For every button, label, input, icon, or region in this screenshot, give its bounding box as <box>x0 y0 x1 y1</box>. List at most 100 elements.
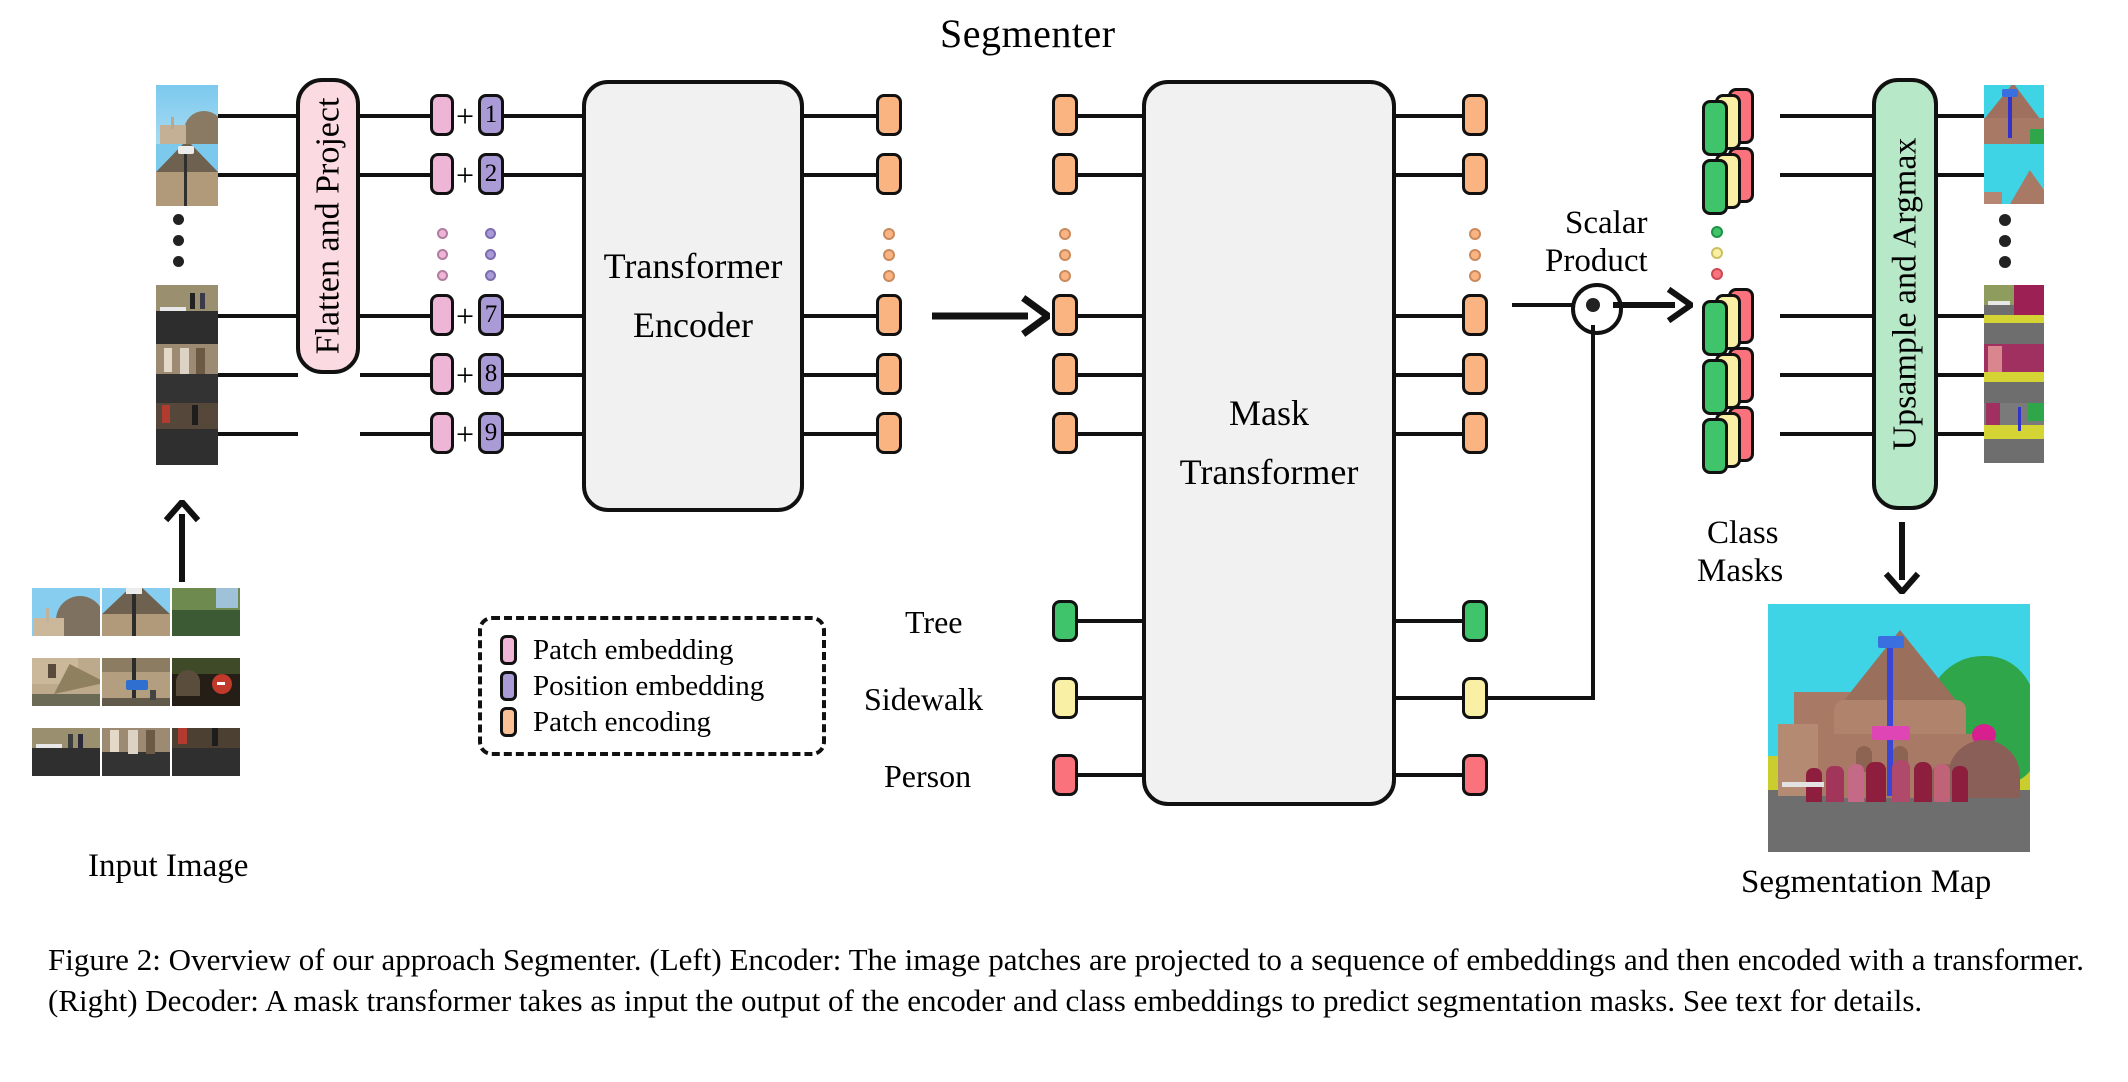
class-mask-stack[interactable] <box>1702 347 1766 417</box>
wire-class-mask-to-upsample <box>1780 114 1876 118</box>
wire-embedding-to-encoder <box>504 173 584 177</box>
wire-encoding-to-mask-transformer <box>1078 314 1146 318</box>
scalar-product-label-line2: Product <box>1545 243 1648 279</box>
patch-encoding-token[interactable] <box>876 153 902 195</box>
plus-sign: + <box>456 298 475 334</box>
class-mask-stack[interactable] <box>1702 406 1766 476</box>
mask-transformer-box[interactable]: Mask Transformer <box>1142 80 1396 806</box>
decoder-input-encoding-token[interactable] <box>1052 412 1078 454</box>
flatten-and-project-label: Flatten and Project <box>309 97 347 355</box>
wire-encoder-to-encoding <box>804 432 884 436</box>
wire-patch-to-flatten <box>218 432 298 436</box>
class-mask-tree-layer <box>1702 359 1728 415</box>
patch-embedding-token[interactable] <box>430 294 454 336</box>
wire-encoder-to-encoding <box>804 173 884 177</box>
mask-transformer-label-line2: Transformer <box>1179 452 1359 492</box>
position-embedding-token[interactable]: 9 <box>478 412 504 454</box>
class-mask-stack[interactable] <box>1702 147 1766 217</box>
wire-flatten-to-embedding <box>360 432 434 436</box>
mask-transformer-output-encoding[interactable] <box>1462 412 1488 454</box>
decoder-input-ellipsis-dot <box>1059 270 1071 282</box>
decoder-input-ellipsis-dot <box>1059 249 1071 261</box>
patch-encoding-token[interactable] <box>876 94 902 136</box>
class-mask-tree-layer <box>1702 159 1728 215</box>
patch-encoding-token[interactable] <box>876 412 902 454</box>
wire-class-to-mask-transformer <box>1078 773 1146 777</box>
legend-label-position-embedding: Position embedding <box>533 669 765 702</box>
patch-encoding-ellipsis-dot <box>883 270 895 282</box>
figure-caption: Figure 2: Overview of our approach Segme… <box>48 942 2084 1018</box>
legend-item: Patch encoding <box>500 706 806 738</box>
position-embedding-token[interactable]: 2 <box>478 153 504 195</box>
input-image-tile <box>102 588 170 636</box>
plus-sign: + <box>456 416 475 452</box>
wire-embedding-to-encoder <box>504 432 584 436</box>
mask-transformer-output-encoding[interactable] <box>1462 94 1488 136</box>
mask-transformer-output-encoding[interactable] <box>1462 294 1488 336</box>
input-image-tile <box>32 728 100 776</box>
decoder-input-encoding-token[interactable] <box>1052 294 1078 336</box>
wire-encoder-to-encoding <box>804 314 884 318</box>
position-embedding-token[interactable]: 7 <box>478 294 504 336</box>
position-embedding-token[interactable]: 1 <box>478 94 504 136</box>
legend-label-patch-embedding: Patch embedding <box>533 633 734 666</box>
wire-patch-to-flatten <box>218 314 298 318</box>
decoder-input-encoding-token[interactable] <box>1052 353 1078 395</box>
wire-class-mask-to-upsample <box>1780 373 1876 377</box>
flatten-and-project-box[interactable]: Flatten and Project <box>296 78 360 374</box>
class-mask-tree-layer <box>1702 418 1728 474</box>
scalar-product-dot-icon <box>1586 298 1600 312</box>
patch-embedding-token[interactable] <box>430 94 454 136</box>
mask-transformer-output-class-sidewalk[interactable] <box>1462 677 1488 719</box>
input-image-tile <box>172 588 240 636</box>
class-embedding-token-person[interactable] <box>1052 754 1078 796</box>
mask-output-ellipsis-dot <box>1469 249 1481 261</box>
decoder-input-ellipsis-dot <box>1059 228 1071 240</box>
class-mask-tree-layer <box>1702 100 1728 156</box>
patch-encoding-token[interactable] <box>876 294 902 336</box>
decoder-input-encoding-token[interactable] <box>1052 94 1078 136</box>
input-patch-thumb-4 <box>156 344 218 406</box>
patch-embedding-token[interactable] <box>430 153 454 195</box>
position-embedding-token[interactable]: 8 <box>478 353 504 395</box>
patch-embedding-token[interactable] <box>430 353 454 395</box>
wire-embedding-to-encoder <box>504 314 584 318</box>
wire-encoder-to-encoding <box>804 114 884 118</box>
mask-transformer-output-class-tree[interactable] <box>1462 600 1488 642</box>
wire-class-embeddings-to-scalar-product <box>1488 696 1595 700</box>
input-patch-ellipsis-dot <box>173 214 184 225</box>
mask-transformer-output-class-person[interactable] <box>1462 754 1488 796</box>
output-mask-thumb-2 <box>1984 144 2044 204</box>
mask-output-ellipsis-dot <box>1469 270 1481 282</box>
patch-encoding-token[interactable] <box>876 353 902 395</box>
wire-patch-to-flatten <box>218 114 298 118</box>
plus-sign: + <box>456 357 475 393</box>
patch-embedding-token[interactable] <box>430 412 454 454</box>
wire-encoding-to-mask-transformer <box>1078 173 1146 177</box>
mask-transformer-output-encoding[interactable] <box>1462 353 1488 395</box>
mask-transformer-output-encoding[interactable] <box>1462 153 1488 195</box>
wire-upsample-to-output <box>1938 432 1986 436</box>
transformer-encoder-label-line1: Transformer <box>603 245 783 286</box>
patch-embedding-ellipsis-dot <box>437 249 448 260</box>
input-image-tile <box>32 588 100 636</box>
input-image-to-patches-arrow-icon <box>163 500 201 582</box>
class-mask-ellipsis-dot-person <box>1711 268 1723 280</box>
position-index-label: 7 <box>484 301 498 328</box>
wire-embedding-to-encoder <box>504 114 584 118</box>
input-patch-thumb-1 <box>156 85 218 147</box>
transformer-encoder-box[interactable]: Transformer Encoder <box>582 80 804 512</box>
wire-mask-transformer-out-class <box>1396 696 1464 700</box>
scalar-product-label-line1: Scalar <box>1565 205 1648 241</box>
class-embedding-token-tree[interactable] <box>1052 600 1078 642</box>
class-embedding-token-sidewalk[interactable] <box>1052 677 1078 719</box>
class-mask-stack[interactable] <box>1702 288 1766 358</box>
position-index-label: 9 <box>484 419 498 446</box>
position-embedding-ellipsis-dot <box>485 228 496 239</box>
class-mask-stack[interactable] <box>1702 88 1766 158</box>
class-label-tree: Tree <box>905 604 963 640</box>
decoder-input-encoding-token[interactable] <box>1052 153 1078 195</box>
upsample-and-argmax-box[interactable]: Upsample and Argmax <box>1872 78 1938 510</box>
position-embedding-ellipsis-dot <box>485 270 496 281</box>
figure-title: Segmenter <box>940 11 1116 56</box>
